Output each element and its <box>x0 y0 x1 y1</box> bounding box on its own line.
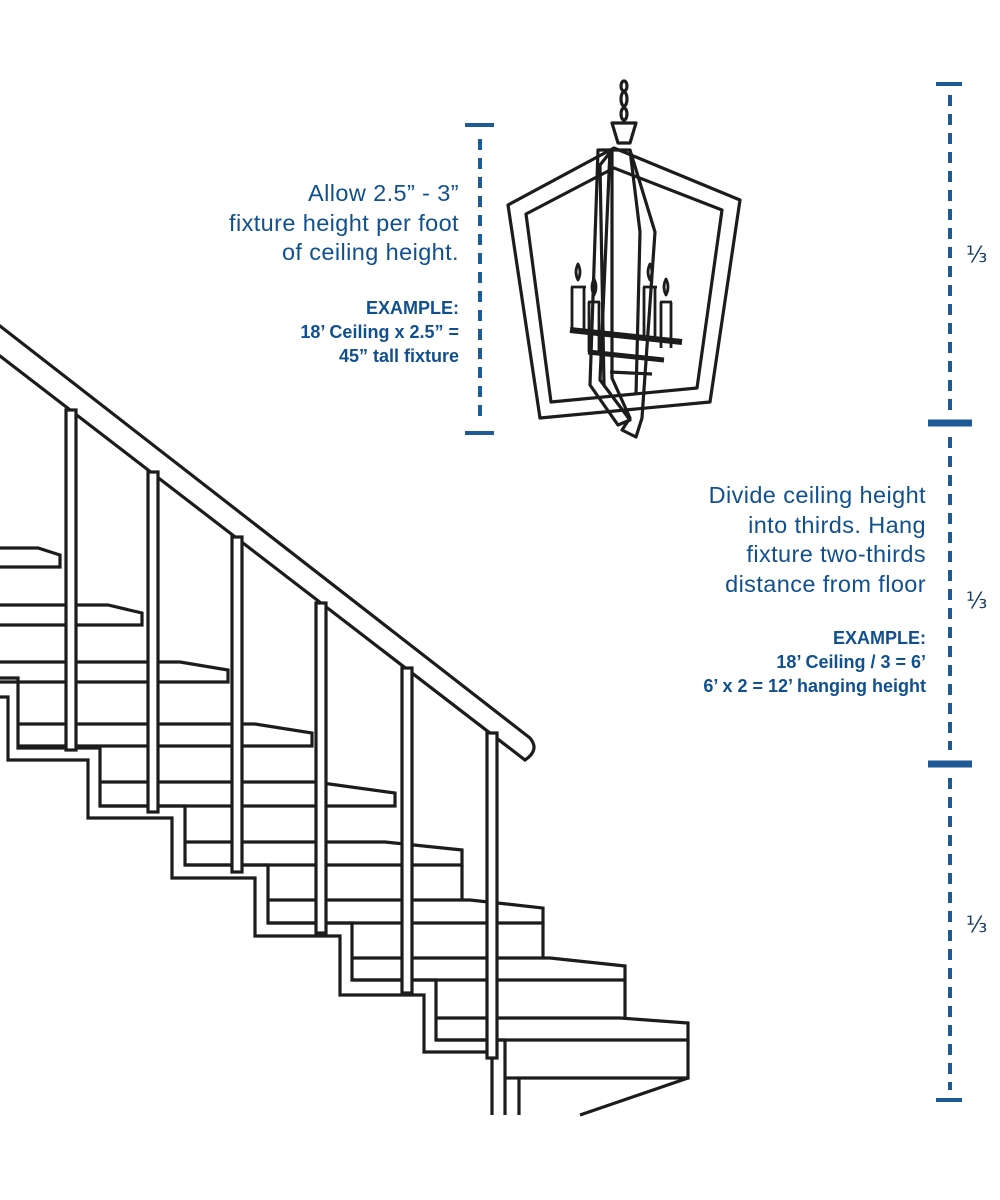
hanging-height-tip-line: Divide ceiling height <box>708 482 926 508</box>
lantern-frame-outer <box>506 146 742 420</box>
example-line: 18’ Ceiling x 2.5” = <box>300 322 459 342</box>
example-line: 6’ x 2 = 12’ hanging height <box>703 676 926 696</box>
fixture-chain <box>619 79 629 122</box>
one-third-label: ⅓ <box>966 589 988 614</box>
one-third-label: ⅓ <box>966 243 988 268</box>
fixture-height-measure <box>465 123 494 435</box>
lantern-frame-inner <box>524 166 724 404</box>
baluster <box>230 535 244 874</box>
staircase-inner-outline <box>0 695 494 1115</box>
fixture-height-example: EXAMPLE: 18’ Ceiling x 2.5” = 45” tall f… <box>300 296 459 368</box>
hanging-height-tip: Divide ceiling height into thirds. Hang … <box>709 481 926 599</box>
baluster <box>314 601 328 935</box>
fixture-height-tip-line: of ceiling height. <box>281 239 459 265</box>
handrail <box>0 324 536 762</box>
one-third-label: ⅓ <box>966 913 988 938</box>
baluster <box>146 470 160 814</box>
candles <box>570 262 673 352</box>
fixture-height-tip-line: Allow 2.5” - 3” <box>308 180 459 206</box>
fixture-height-tip: Allow 2.5” - 3” fixture height per foot … <box>229 179 459 268</box>
example-line: 18’ Ceiling / 3 = 6’ <box>776 652 926 672</box>
example-line: 45” tall fixture <box>338 346 459 366</box>
fixture-height-tip-line: fixture height per foot <box>229 209 459 236</box>
example-label: EXAMPLE: <box>832 628 926 648</box>
fixture-canopy <box>610 121 638 145</box>
staircase <box>0 546 690 1117</box>
stair-railing <box>0 324 536 1060</box>
hanging-height-tip-line: fixture two-thirds <box>746 541 926 567</box>
hanging-height-example: EXAMPLE: 18’ Ceiling / 3 = 6’ 6’ x 2 = 1… <box>703 626 926 698</box>
lantern-chandelier <box>506 79 742 439</box>
baluster <box>400 666 414 995</box>
example-label: EXAMPLE: <box>365 298 459 318</box>
baluster <box>64 408 78 752</box>
ceiling-height-scale <box>928 82 972 1102</box>
hanging-height-tip-line: distance from floor <box>725 570 926 597</box>
hanging-height-tip-line: into thirds. Hang <box>748 511 926 538</box>
baluster <box>485 731 499 1060</box>
